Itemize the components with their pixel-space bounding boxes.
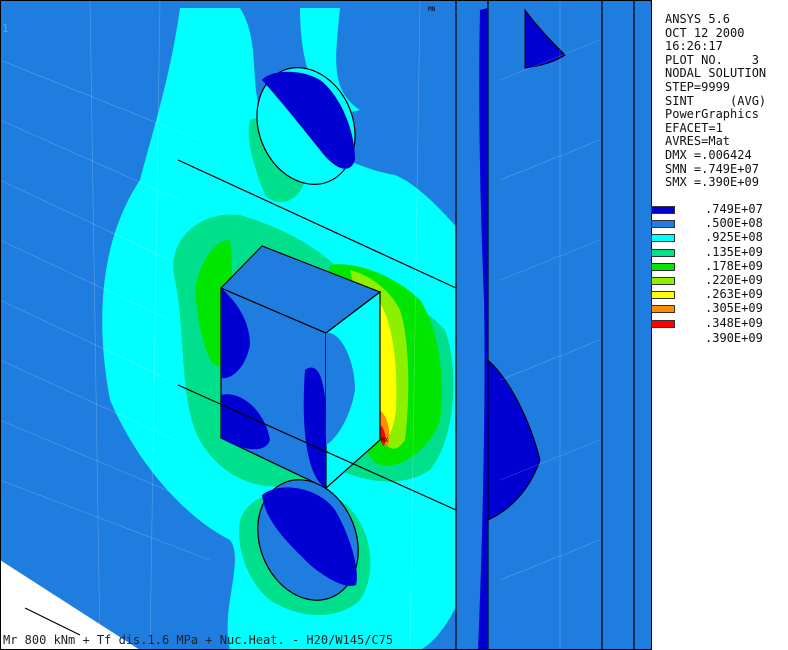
contour-yellow: [378, 300, 397, 439]
info-line: ANSYS 5.6: [665, 12, 731, 26]
info-line: OCT 12 2000: [665, 25, 745, 40]
info-line: NODAL SOLUTION: [665, 66, 767, 81]
legend-entry: .348E+09: [651, 316, 788, 330]
legend-swatch: [651, 276, 675, 285]
legend-entry: .220E+09: [651, 273, 788, 287]
legend-label: .305E+09: [705, 301, 763, 316]
stress-contour-plot: [0, 0, 652, 650]
legend-label: .348E+09: [705, 315, 763, 330]
empty-corner: [0, 560, 140, 650]
legend-label: .135E+09: [705, 244, 763, 259]
plate-edge-upper: [177, 159, 457, 289]
contour-legend: .749E+07.500E+08.925E+08.135E+09.178E+09…: [651, 202, 788, 330]
max-marker: MX: [381, 437, 389, 444]
window-number: 1: [2, 22, 9, 35]
legend-entry: .925E+08: [651, 230, 788, 244]
info-line: PLOT NO. 3: [665, 52, 759, 67]
info-line: PowerGraphics: [665, 107, 759, 122]
legend-max-label: .390E+09: [705, 331, 763, 345]
legend-label: .749E+07: [705, 202, 763, 216]
info-line: SMX =.390E+09: [665, 175, 759, 190]
far-right-strip: [602, 0, 634, 650]
plate-bottom-edge: [24, 607, 81, 636]
info-line: SINT (AVG): [665, 93, 767, 108]
min-marker: MN: [428, 6, 436, 13]
right-bulge-bottom: [487, 358, 541, 521]
block-front-darkzone-low: [221, 394, 270, 450]
contour-red: [380, 425, 386, 446]
legend-entry: .749E+07: [651, 202, 788, 216]
legend-swatch: [651, 234, 675, 243]
lower-hole-core: [262, 487, 357, 586]
legend-entry: .305E+09: [651, 301, 788, 315]
legend-entry: .500E+08: [651, 216, 788, 230]
info-line: DMX =.006424: [665, 147, 752, 162]
block-front-darkzone: [221, 288, 250, 379]
info-line: AVRES=Mat: [665, 134, 731, 149]
legend-swatch: [651, 291, 675, 300]
legend-swatch: [651, 220, 675, 229]
upper-hole-core: [262, 71, 355, 169]
right-bulge-top: [524, 8, 566, 69]
legend-swatch: [651, 262, 675, 271]
plate-edge-lower: [177, 384, 457, 511]
info-line: STEP=9999: [665, 79, 731, 94]
legend-entry: .263E+09: [651, 287, 788, 301]
info-line: EFACET=1: [665, 120, 723, 135]
right-column-dark-strip: [478, 8, 488, 650]
legend-label: .263E+09: [705, 287, 763, 302]
plot-viewport: 1 MN MX Mr 800 kNm + Tf dis.1.6 MPa + Nu…: [0, 0, 652, 650]
legend-swatch: [651, 305, 675, 314]
info-line: SMN =.749E+07: [665, 161, 759, 176]
legend-label: .220E+09: [705, 272, 763, 287]
info-line: 16:26:17: [665, 39, 723, 54]
legend-swatch: [651, 319, 675, 328]
legend-entry: .135E+09: [651, 245, 788, 259]
legend-swatch: [651, 206, 675, 214]
legend-label: .925E+08: [705, 230, 763, 245]
block-front-darkzone-right: [303, 367, 326, 488]
block-side-blue: [326, 332, 355, 445]
mesh-lines: [0, 0, 601, 650]
legend-swatch: [651, 248, 675, 257]
legend-label: .178E+09: [705, 258, 763, 273]
plot-caption: Mr 800 kNm + Tf dis.1.6 MPa + Nuc.Heat. …: [3, 633, 394, 647]
legend-label: .500E+08: [705, 216, 763, 231]
legend-entry: .178E+09: [651, 259, 788, 273]
